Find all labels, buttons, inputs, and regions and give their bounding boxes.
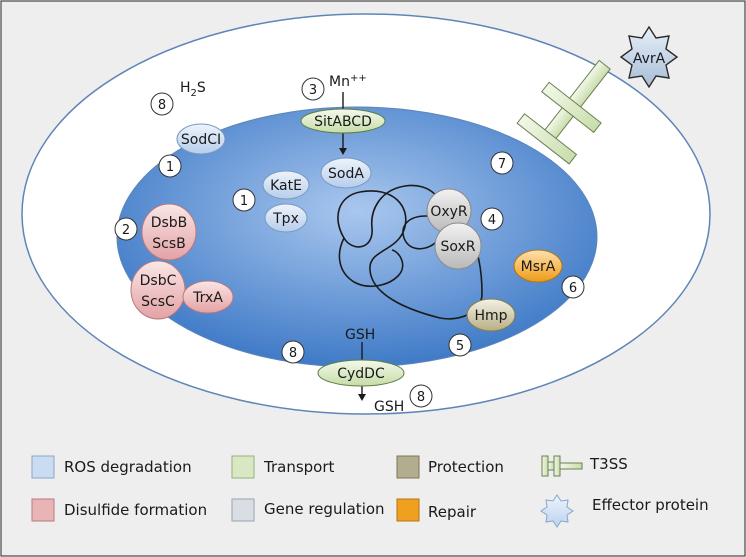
star-icon bbox=[540, 494, 574, 528]
legend-swatch-transport bbox=[231, 455, 255, 479]
cyddc-transporter: CydDC bbox=[317, 359, 405, 387]
tpx-label: Tpx bbox=[272, 211, 299, 227]
number-badge: 8 bbox=[150, 92, 174, 116]
hmp-label: Hmp bbox=[474, 308, 507, 324]
tpx-enzyme: Tpx bbox=[264, 203, 308, 233]
gsh-out-label: GSH bbox=[374, 399, 404, 415]
h2s-label: H2S bbox=[180, 80, 206, 99]
number-badge: 7 bbox=[490, 151, 514, 175]
svg-text:8: 8 bbox=[289, 346, 297, 361]
cyddc-label: CydDC bbox=[337, 366, 385, 382]
legend-label-disulfide: Disulfide formation bbox=[64, 501, 207, 519]
legend-swatch-ros bbox=[31, 455, 55, 479]
legend-label-ros: ROS degradation bbox=[64, 458, 192, 476]
avra-label: AvrA bbox=[633, 51, 666, 67]
sodci-enzyme: SodCI bbox=[176, 123, 226, 155]
t3ss-needle-icon bbox=[516, 59, 611, 165]
soxr-regulator: SoxR bbox=[434, 222, 482, 270]
sitabcd-arrowhead bbox=[339, 148, 347, 155]
scsc-label: ScsC bbox=[141, 294, 175, 310]
dsbc-label: DsbC bbox=[140, 273, 177, 289]
svg-text:1: 1 bbox=[166, 160, 174, 175]
t3ss-needle-icon bbox=[541, 455, 583, 477]
svg-text:5: 5 bbox=[456, 339, 464, 354]
oxyr-label: OxyR bbox=[430, 204, 468, 220]
sitabcd-transporter: SitABCD bbox=[300, 108, 386, 134]
legend-swatch-gene-regulation bbox=[231, 498, 255, 522]
dsbb-label: DsbB bbox=[151, 215, 188, 231]
msra-enzyme: MsrA bbox=[513, 249, 563, 283]
legend: ROS degradation Transport Protection T3S… bbox=[31, 455, 709, 528]
legend-label-t3ss: T3SS bbox=[589, 455, 628, 473]
legend-swatch-disulfide bbox=[31, 498, 55, 522]
sitabcd-label: SitABCD bbox=[314, 114, 372, 130]
hmp-enzyme: Hmp bbox=[466, 298, 516, 332]
legend-label-transport: Transport bbox=[263, 458, 335, 476]
svg-text:6: 6 bbox=[569, 281, 577, 296]
legend-swatch-repair bbox=[396, 498, 420, 522]
number-badge: 6 bbox=[561, 275, 585, 299]
number-badge: 4 bbox=[480, 207, 504, 231]
dsbc-scsc-complex: DsbC ScsC bbox=[130, 260, 186, 320]
svg-text:7: 7 bbox=[498, 157, 506, 172]
legend-label-gene-regulation: Gene regulation bbox=[264, 500, 385, 518]
number-badge: 8 bbox=[409, 384, 433, 408]
svg-text:8: 8 bbox=[158, 98, 166, 113]
svg-text:2: 2 bbox=[122, 223, 130, 238]
svg-text:3: 3 bbox=[309, 83, 317, 98]
soda-enzyme: SodA bbox=[320, 157, 372, 189]
soda-label: SodA bbox=[328, 166, 364, 182]
number-badge: 1 bbox=[158, 154, 182, 178]
number-badge: 1 bbox=[232, 188, 256, 212]
legend-label-protection: Protection bbox=[428, 458, 504, 476]
number-badge: 2 bbox=[114, 217, 138, 241]
svg-text:8: 8 bbox=[417, 390, 425, 405]
mn-label: Mn++ bbox=[329, 73, 367, 90]
oxyr-regulator: OxyR bbox=[426, 188, 472, 234]
legend-label-repair: Repair bbox=[428, 503, 477, 521]
trxa-enzyme: TrxA bbox=[182, 280, 234, 314]
legend-label-effector: Effector protein bbox=[592, 496, 709, 514]
svg-text:4: 4 bbox=[488, 213, 496, 228]
number-badge: 8 bbox=[281, 340, 305, 364]
gsh-out-arrowhead bbox=[358, 394, 366, 401]
soxr-label: SoxR bbox=[440, 239, 475, 255]
scsb-label: ScsB bbox=[152, 236, 185, 252]
number-badge: 5 bbox=[448, 333, 472, 357]
legend-swatch-protection bbox=[396, 455, 420, 479]
dsbb-scsb-complex: DsbB ScsB bbox=[141, 203, 197, 261]
gsh-in-label: GSH bbox=[345, 327, 375, 343]
msra-label: MsrA bbox=[521, 259, 556, 275]
svg-text:1: 1 bbox=[240, 194, 248, 209]
kate-enzyme: KatE bbox=[262, 170, 310, 200]
trxa-label: TrxA bbox=[192, 290, 223, 306]
sodci-label: SodCI bbox=[181, 132, 221, 148]
number-badge: 3 bbox=[301, 77, 325, 101]
avra-effector-star: AvrA bbox=[619, 25, 679, 89]
kate-label: KatE bbox=[270, 178, 302, 194]
